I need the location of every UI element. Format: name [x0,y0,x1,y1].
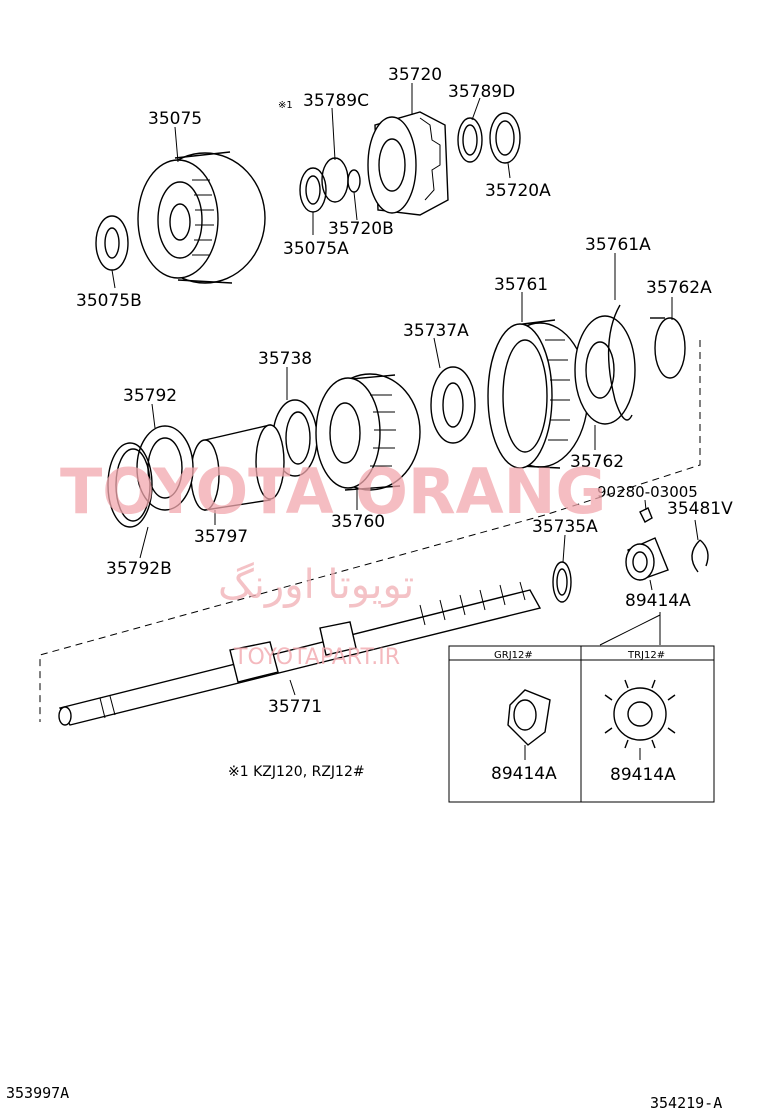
variant-inset [448,645,715,803]
label-35771: 35771 [268,697,322,717]
label-35075A: 35075A [283,239,349,259]
snap-ring-35762A [650,317,686,379]
label-35738: 35738 [258,349,312,369]
inset-label-trj: 89414A [610,765,676,785]
drum-35075 [137,151,266,284]
hub-89414A-grj [507,689,551,760]
snap-ring-35792B [107,442,153,528]
footnote: ※1 KZJ120, RZJ12# [228,764,365,780]
label-35797: 35797 [194,527,248,547]
watermark-persian: تویوتا اورنگ [218,562,414,608]
footer-right-code: 354219-A [650,1094,722,1112]
ring-35735A [552,561,572,603]
label-35762: 35762 [570,452,624,472]
snap-ring-35761A [607,304,633,421]
label-35720B: 35720B [328,219,394,239]
inset-header-grj: GRJ12# [494,650,533,661]
ring-gear-35761 [487,319,589,469]
label-90280-03005: 90280-03005 [597,483,698,501]
label-35789C: 35789C [303,91,369,111]
leader-lines [111,83,699,696]
snap-ring-35481V [691,539,709,573]
gear-35760 [315,373,421,491]
label-35762A: 35762A [646,278,712,298]
label-35789D: 35789D [448,82,515,102]
label-35737A: 35737A [403,321,469,341]
label-35792: 35792 [123,386,177,406]
pin-90280 [639,507,653,523]
bearing-35720A [489,112,521,164]
label-35481V: 35481V [667,499,733,519]
washer-35075B [95,215,129,271]
label-35761: 35761 [494,275,548,295]
label-35075B: 35075B [76,291,142,311]
bearing-35797 [190,424,285,511]
watermark-title: TOYOTA ORANG [60,455,606,528]
footer-left-code: 353997A [6,1084,69,1102]
label-35720A: 35720A [485,181,551,201]
label-89414A: 89414A [625,591,691,611]
washer-35720B [347,169,361,193]
hub-89414A-trj [604,679,676,760]
label-35761A: 35761A [585,235,651,255]
shaft-35771 [58,581,542,726]
assembly-outline [39,340,701,722]
hub-35762 [574,315,636,425]
label-35792B: 35792B [106,559,172,579]
inset-label-grj: 89414A [491,764,557,784]
watermark-url: TOYOTAPART.IR [233,645,400,670]
label-35735A: 35735A [532,517,598,537]
snap-ring-35789C [321,157,349,203]
label-35720: 35720 [388,65,442,85]
washer-35737A [430,366,476,444]
label-35760: 35760 [331,512,385,532]
ring-35789D [457,117,483,163]
inset-header-trj: TRJ12# [627,650,665,661]
label-35075: 35075 [148,109,202,129]
sleeve-89414A [625,537,669,581]
carrier-35720 [367,111,449,216]
label-35789C-mark: ※1 [278,100,293,111]
